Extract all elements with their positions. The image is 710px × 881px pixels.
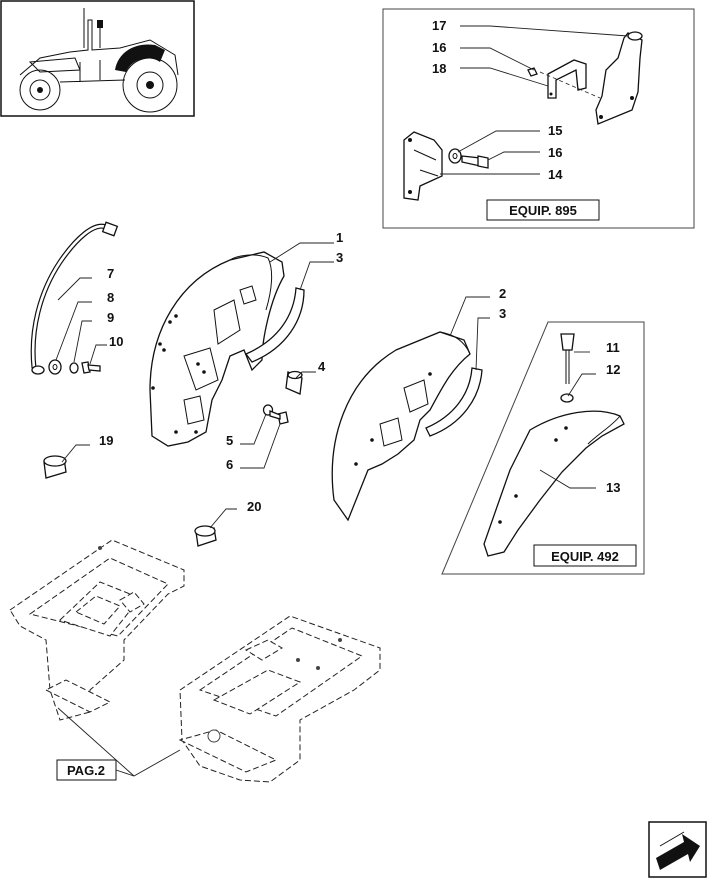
callout-5: 5 [226, 433, 233, 448]
callout-10: 10 [109, 334, 123, 349]
callout-8: 8 [107, 290, 114, 305]
callout-19: 19 [99, 433, 113, 448]
bolt-part-6 [269, 410, 289, 425]
plug-part-4 [285, 370, 303, 395]
callout-15: 15 [548, 123, 562, 138]
callout-1: 1 [336, 230, 343, 245]
pag-2-label: PAG.2 [67, 763, 105, 778]
leader-lines [55, 25, 629, 529]
callout-3a: 3 [336, 250, 343, 265]
equip-492-panel: EQUIP. 492 [441, 321, 645, 575]
cap-part-20 [194, 525, 217, 547]
washer-part-9 [69, 362, 79, 374]
hose-part-7 [30, 221, 119, 375]
fender-part-1 [149, 251, 285, 447]
tractor-thumbnail-icon [0, 0, 195, 117]
callout-6: 6 [226, 457, 233, 472]
equip-895-panel: EQUIP. 895 [382, 8, 695, 229]
callout-16b: 16 [548, 145, 562, 160]
next-page-arrow-icon[interactable] [648, 821, 707, 878]
callout-7: 7 [107, 266, 114, 281]
equip-492-label: EQUIP. 492 [551, 549, 619, 564]
callout-9: 9 [107, 310, 114, 325]
callout-13: 13 [606, 480, 620, 495]
fender-part-2 [331, 331, 471, 522]
callout-20: 20 [247, 499, 261, 514]
seal-part-3b [425, 367, 483, 437]
callout-11: 11 [606, 340, 620, 355]
chassis-reference-drawing [9, 539, 381, 783]
callout-14: 14 [548, 167, 563, 182]
callout-16a: 16 [432, 40, 446, 55]
callout-18: 18 [432, 61, 446, 76]
bolt-part-10 [81, 361, 101, 374]
cap-part-19 [43, 455, 67, 479]
washer-part-8 [48, 359, 62, 375]
callout-4: 4 [318, 359, 326, 374]
callout-3b: 3 [499, 306, 506, 321]
callout-numbers: 1 2 3 3 4 5 6 7 8 9 10 11 12 13 14 15 16… [99, 18, 620, 514]
callout-2: 2 [499, 286, 506, 301]
callout-12: 12 [606, 362, 620, 377]
callout-17: 17 [432, 18, 446, 33]
equip-895-label: EQUIP. 895 [509, 203, 577, 218]
seal-part-3a [244, 287, 305, 363]
